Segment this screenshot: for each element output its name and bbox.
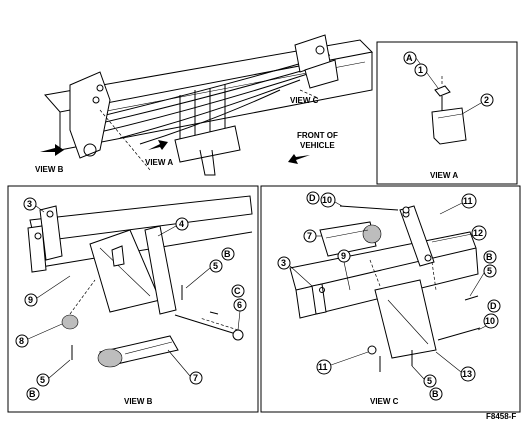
svg-text:11: 11 [318,362,328,372]
overview-view-a-label: VIEW A [145,158,173,167]
view-c-title: VIEW C [370,397,399,406]
view-b-frame [7,185,259,413]
svg-text:10: 10 [322,195,332,205]
svg-text:1: 1 [418,65,423,75]
svg-text:13: 13 [462,369,472,379]
svg-text:11: 11 [463,196,473,206]
view-c-callout-5-bottom: 5 [411,365,437,388]
view-a-illustration [431,74,467,145]
view-c-callout-12: 12 [431,225,487,243]
view-b-callout-5-top: 5 [185,259,223,289]
svg-text:B: B [29,389,36,399]
overview-view-b-label: VIEW B [35,165,64,174]
view-c-callout-13: 13 [435,351,476,382]
view-b-callout-8: 8 [15,323,63,348]
view-b-callout-5-bottom: 5 [36,359,71,387]
front-of-vehicle-line1: FRONT OF [297,131,338,140]
svg-text:5: 5 [487,266,492,276]
view-a-title: VIEW A [430,171,458,180]
view-b-callout-7: 7 [167,349,203,385]
view-b-callout-3: 3 [23,197,45,213]
view-a-frame [376,41,518,185]
svg-text:C: C [234,286,241,296]
svg-text:2: 2 [484,95,489,105]
svg-text:7: 7 [307,231,312,241]
view-c-callout-7: 7 [303,229,322,243]
view-c-callout-b-right: B [483,250,497,264]
view-c-callout-d-right: D [487,299,501,313]
view-b-callout-9: 9 [24,275,71,307]
svg-text:8: 8 [19,336,24,346]
svg-text:B: B [224,249,231,259]
front-of-vehicle-line2: VEHICLE [300,141,335,150]
svg-text:A: A [406,53,413,63]
view-c-callout-10-top: 10 [320,192,343,208]
svg-text:B: B [432,389,439,399]
svg-text:B: B [486,252,493,262]
view-c-callout-11-bottom: 11 [316,351,369,375]
svg-text:9: 9 [28,295,33,305]
view-c-callout-10-right: 10 [477,313,499,331]
svg-text:D: D [309,193,316,203]
svg-text:5: 5 [427,376,432,386]
view-b-callout-c: C [231,284,245,298]
svg-text:3: 3 [27,199,32,209]
svg-text:5: 5 [40,375,45,385]
svg-text:4: 4 [179,219,184,229]
svg-text:7: 7 [193,373,198,383]
svg-text:D: D [490,301,497,311]
svg-text:10: 10 [485,316,495,326]
view-c-callout-3: 3 [277,256,313,287]
svg-text:6: 6 [237,300,242,310]
view-c-callout-b-bottom: B [429,387,443,401]
view-a-callout-1: 1 [414,63,428,77]
view-a-callout-a: A [403,51,439,89]
view-c-callout-9: 9 [337,249,351,291]
svg-text:12: 12 [473,228,483,238]
svg-text:3: 3 [281,258,286,268]
view-c-callout-11-top: 11 [439,193,477,215]
view-b-title: VIEW B [124,397,153,406]
view-b-callout-b-bottom: B [26,387,40,401]
overview-illustration [40,34,374,176]
view-c-illustration [289,205,481,372]
svg-text:9: 9 [341,251,346,261]
view-c-callout-5-right: 5 [469,264,497,297]
svg-text:5: 5 [213,261,218,271]
view-b-callout-4: 4 [157,217,189,237]
overview-view-c-label: VIEW C [290,96,319,105]
view-c-frame [260,185,521,413]
view-b-callout-6: 6 [233,298,247,331]
view-c-callout-d-top: D [306,191,320,205]
view-b-illustration [27,195,253,368]
figure-id: F8458-F [486,412,516,421]
view-b-callout-b-top: B [221,247,235,261]
view-a-callout-2: 2 [461,93,494,115]
